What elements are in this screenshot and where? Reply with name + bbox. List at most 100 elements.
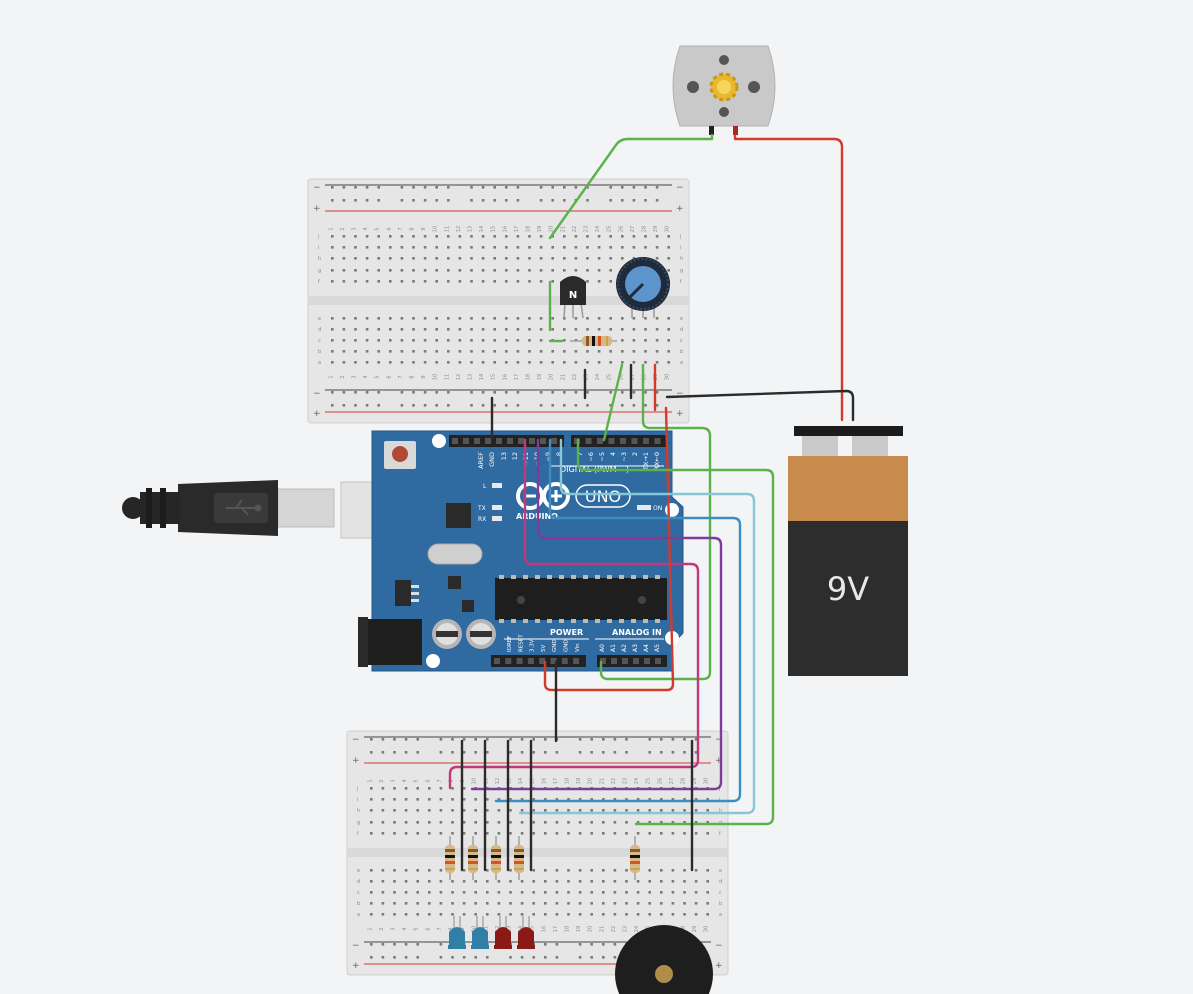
row-letter: b — [680, 349, 683, 355]
led-tx — [492, 505, 502, 510]
row-letter: g — [680, 268, 683, 274]
rail-plus-label: + — [676, 204, 684, 214]
column-number: 17 — [514, 374, 520, 380]
wire-purple[interactable] — [470, 438, 723, 791]
row-letter: d — [680, 327, 683, 333]
power-header[interactable] — [491, 655, 586, 667]
column-number: 5 — [375, 227, 381, 230]
column-number: 20 — [588, 778, 594, 784]
column-number: 1 — [328, 227, 334, 230]
row-letter: b — [719, 901, 722, 907]
row-letter: c — [318, 338, 321, 344]
column-number: 24 — [595, 374, 601, 380]
wires[interactable] — [448, 133, 855, 872]
reset-button-cap[interactable] — [392, 446, 408, 462]
analog-pin-label: A1 — [610, 644, 617, 652]
column-number: 21 — [599, 778, 605, 784]
resistor[interactable] — [514, 836, 524, 880]
column-number: 4 — [402, 927, 408, 930]
column-number: 5 — [375, 375, 381, 378]
wire-green-pwm[interactable] — [602, 363, 624, 442]
led[interactable] — [517, 916, 535, 949]
piezo-buzzer[interactable] — [615, 925, 713, 994]
battery-terminal[interactable] — [852, 436, 888, 456]
column-number: 10 — [433, 374, 439, 380]
column-number: 3 — [391, 927, 397, 930]
dc-motor[interactable] — [672, 45, 776, 135]
column-number: 20 — [549, 226, 555, 232]
motor-terminal-red[interactable] — [733, 126, 738, 135]
resistor[interactable] — [445, 836, 455, 880]
column-number: 19 — [576, 778, 582, 784]
column-number: 6 — [425, 779, 431, 782]
row-letter: f — [318, 279, 320, 285]
potentiometer[interactable] — [616, 257, 670, 318]
wire-blue[interactable] — [494, 438, 742, 803]
wire-red-motor-battery[interactable] — [733, 133, 844, 422]
wire-lightblue[interactable] — [518, 438, 756, 815]
column-number: 28 — [681, 778, 687, 784]
column-number: 30 — [665, 374, 671, 380]
npn-transistor[interactable]: N — [560, 276, 586, 319]
wire-black-battery[interactable] — [665, 389, 855, 422]
small-chip — [462, 600, 474, 612]
wire-green-a0[interactable] — [599, 363, 712, 681]
analog-pin-label: A4 — [643, 644, 650, 652]
wire-red-5v[interactable] — [543, 406, 675, 692]
row-letter: e — [719, 868, 722, 874]
board-name: UNO — [585, 487, 621, 506]
column-number: 26 — [657, 778, 663, 784]
wire-green-motor[interactable] — [548, 133, 714, 240]
wire-magenta[interactable] — [448, 438, 700, 790]
row-letter: h — [680, 256, 683, 262]
wire-green-buzzer[interactable] — [576, 438, 775, 826]
led-rx — [492, 516, 502, 521]
digital-pin-label: TX→1 — [642, 452, 650, 471]
analog-pin-label: A3 — [632, 644, 639, 652]
breadboard-holes[interactable] — [331, 186, 670, 407]
column-number: 14 — [479, 226, 485, 232]
battery-9v[interactable]: 9V — [788, 426, 908, 676]
motor-screw — [687, 81, 699, 93]
column-number: 15 — [530, 778, 536, 784]
row-letter: j — [679, 234, 681, 240]
row-letter: a — [318, 360, 321, 366]
row-letter: h — [719, 808, 722, 814]
column-number: 12 — [456, 374, 462, 380]
battery-body — [788, 521, 908, 676]
led[interactable] — [471, 916, 489, 949]
power-pin-label: IOREF — [507, 636, 513, 652]
resistor[interactable] — [468, 836, 478, 880]
resistor[interactable] — [630, 836, 640, 880]
column-number: 3 — [391, 779, 397, 782]
column-number: 3 — [352, 375, 358, 378]
led[interactable] — [448, 916, 466, 949]
power-pin-label: GND — [552, 639, 558, 652]
power-jack[interactable] — [360, 619, 422, 665]
usb-plug-metal — [277, 488, 335, 528]
column-number: 25 — [607, 374, 613, 380]
motor-terminal-black[interactable] — [709, 126, 714, 135]
row-letter: j — [356, 786, 358, 792]
column-number: 30 — [665, 226, 671, 232]
column-number: 13 — [507, 926, 513, 932]
usb-icon — [226, 499, 262, 516]
digital-pin-label: ~5 — [598, 452, 606, 462]
row-letter: g — [318, 268, 321, 274]
resistor[interactable] — [491, 836, 501, 880]
led[interactable] — [494, 916, 512, 949]
resistor[interactable] — [570, 336, 617, 346]
transistor-label: N — [569, 290, 577, 301]
column-number: 9 — [460, 927, 466, 930]
column-number: 18 — [526, 226, 532, 232]
column-number: 21 — [560, 226, 566, 232]
breadboard-top[interactable]: − + − + − + − + 112233445566778899101011… — [307, 178, 690, 424]
rail-plus-label: + — [352, 756, 360, 766]
row-letter: b — [357, 901, 360, 907]
battery-terminal[interactable] — [802, 436, 838, 456]
breadboard-bottom[interactable]: − + − + − + − + 112233445566778899101011… — [346, 730, 729, 976]
column-number: 14 — [518, 778, 524, 784]
column-number: 22 — [572, 374, 578, 380]
power-pin-label: 5V — [541, 645, 547, 652]
